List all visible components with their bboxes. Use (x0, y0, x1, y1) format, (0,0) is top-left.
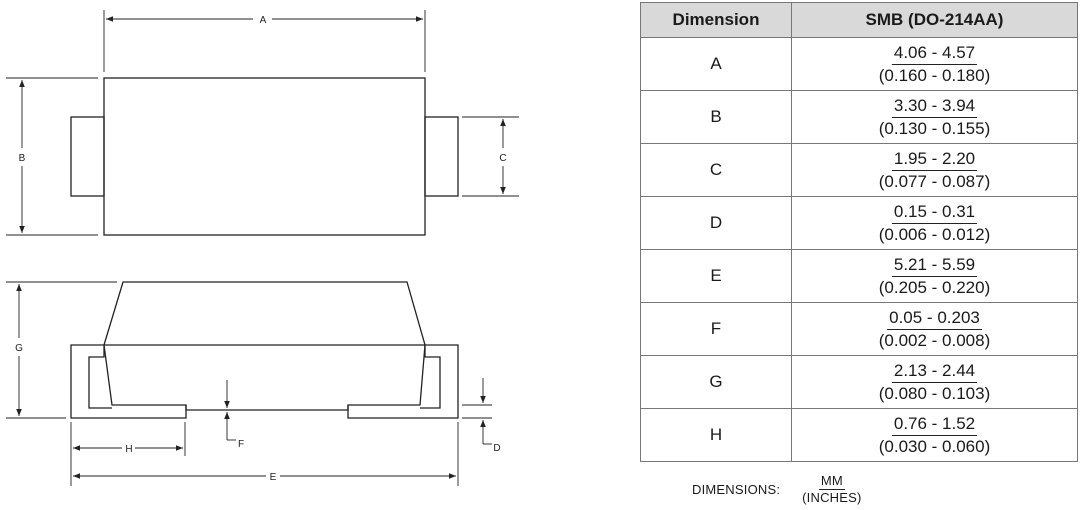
dimension-cell: H (640, 408, 792, 462)
top-view-right-lead (424, 116, 459, 197)
header-dimension: Dimension (640, 2, 792, 38)
value-mm: 0.15 - 0.31 (891, 202, 978, 224)
dimension-cell: E (640, 249, 792, 303)
units-note-label: DIMENSIONS: (692, 481, 781, 497)
top-view-body (103, 77, 426, 236)
dimension-cell: A (640, 37, 792, 91)
package-outline-drawing: A B C G F D H E (6, 10, 519, 486)
value-inches: (0.205 - 0.220) (878, 277, 991, 297)
value-mm: 5.21 - 5.59 (891, 255, 978, 277)
value-mm: 4.06 - 4.57 (891, 43, 978, 65)
side-view-body (103, 281, 426, 411)
value-inches: (0.006 - 0.012) (878, 224, 991, 244)
value-cell: 5.21 - 5.59(0.205 - 0.220) (791, 249, 1078, 303)
dimension-label-c: C (499, 153, 506, 164)
dimension-cell: C (640, 143, 792, 197)
value-cell: 3.30 - 3.94(0.130 - 0.155) (791, 90, 1078, 144)
dimension-label-d: D (493, 443, 500, 454)
value-cell: 0.76 - 1.52(0.030 - 0.060) (791, 408, 1078, 462)
dimension-label-e: E (270, 472, 277, 483)
units-note: DIMENSIONS: MM (INCHES) (692, 470, 862, 508)
dimension-cell: F (640, 302, 792, 356)
value-mm: 0.76 - 1.52 (891, 414, 978, 436)
side-view-right-lead (347, 344, 459, 419)
value-mm: 2.13 - 2.44 (891, 361, 978, 383)
value-inches: (0.030 - 0.060) (878, 436, 991, 456)
value-cell: 2.13 - 2.44(0.080 - 0.103) (791, 355, 1078, 409)
dimension-cell: D (640, 196, 792, 250)
value-inches: (0.160 - 0.180) (878, 65, 991, 85)
value-inches: (0.080 - 0.103) (878, 383, 991, 403)
dimension-label-h: H (125, 444, 132, 455)
value-cell: 0.15 - 0.31(0.006 - 0.012) (791, 196, 1078, 250)
value-inches: (0.130 - 0.155) (878, 118, 991, 138)
value-cell: 0.05 - 0.203(0.002 - 0.008) (791, 302, 1078, 356)
value-mm: 3.30 - 3.94 (891, 96, 978, 118)
dimension-cell: B (640, 90, 792, 144)
table-header-row: Dimension SMB (DO-214AA) (640, 2, 1078, 38)
value-inches: (0.002 - 0.008) (878, 330, 991, 350)
units-denominator: (INCHES) (802, 489, 862, 505)
units-numerator: MM (818, 472, 845, 490)
units-fraction: MM (INCHES) (802, 473, 861, 506)
dimension-label-g: G (15, 343, 23, 354)
dimension-label-a: A (260, 15, 267, 26)
dimension-label-f: F (238, 439, 244, 450)
value-mm: 0.05 - 0.203 (887, 308, 982, 330)
value-inches: (0.077 - 0.087) (878, 171, 991, 191)
value-cell: 1.95 - 2.20(0.077 - 0.087) (791, 143, 1078, 197)
dimension-label-b: B (19, 153, 26, 164)
value-mm: 1.95 - 2.20 (891, 149, 978, 171)
dimension-cell: G (640, 355, 792, 409)
value-cell: 4.06 - 4.57(0.160 - 0.180) (791, 37, 1078, 91)
side-view-left-lead (70, 344, 187, 419)
header-package: SMB (DO-214AA) (791, 2, 1078, 38)
top-view-left-lead (70, 116, 105, 197)
